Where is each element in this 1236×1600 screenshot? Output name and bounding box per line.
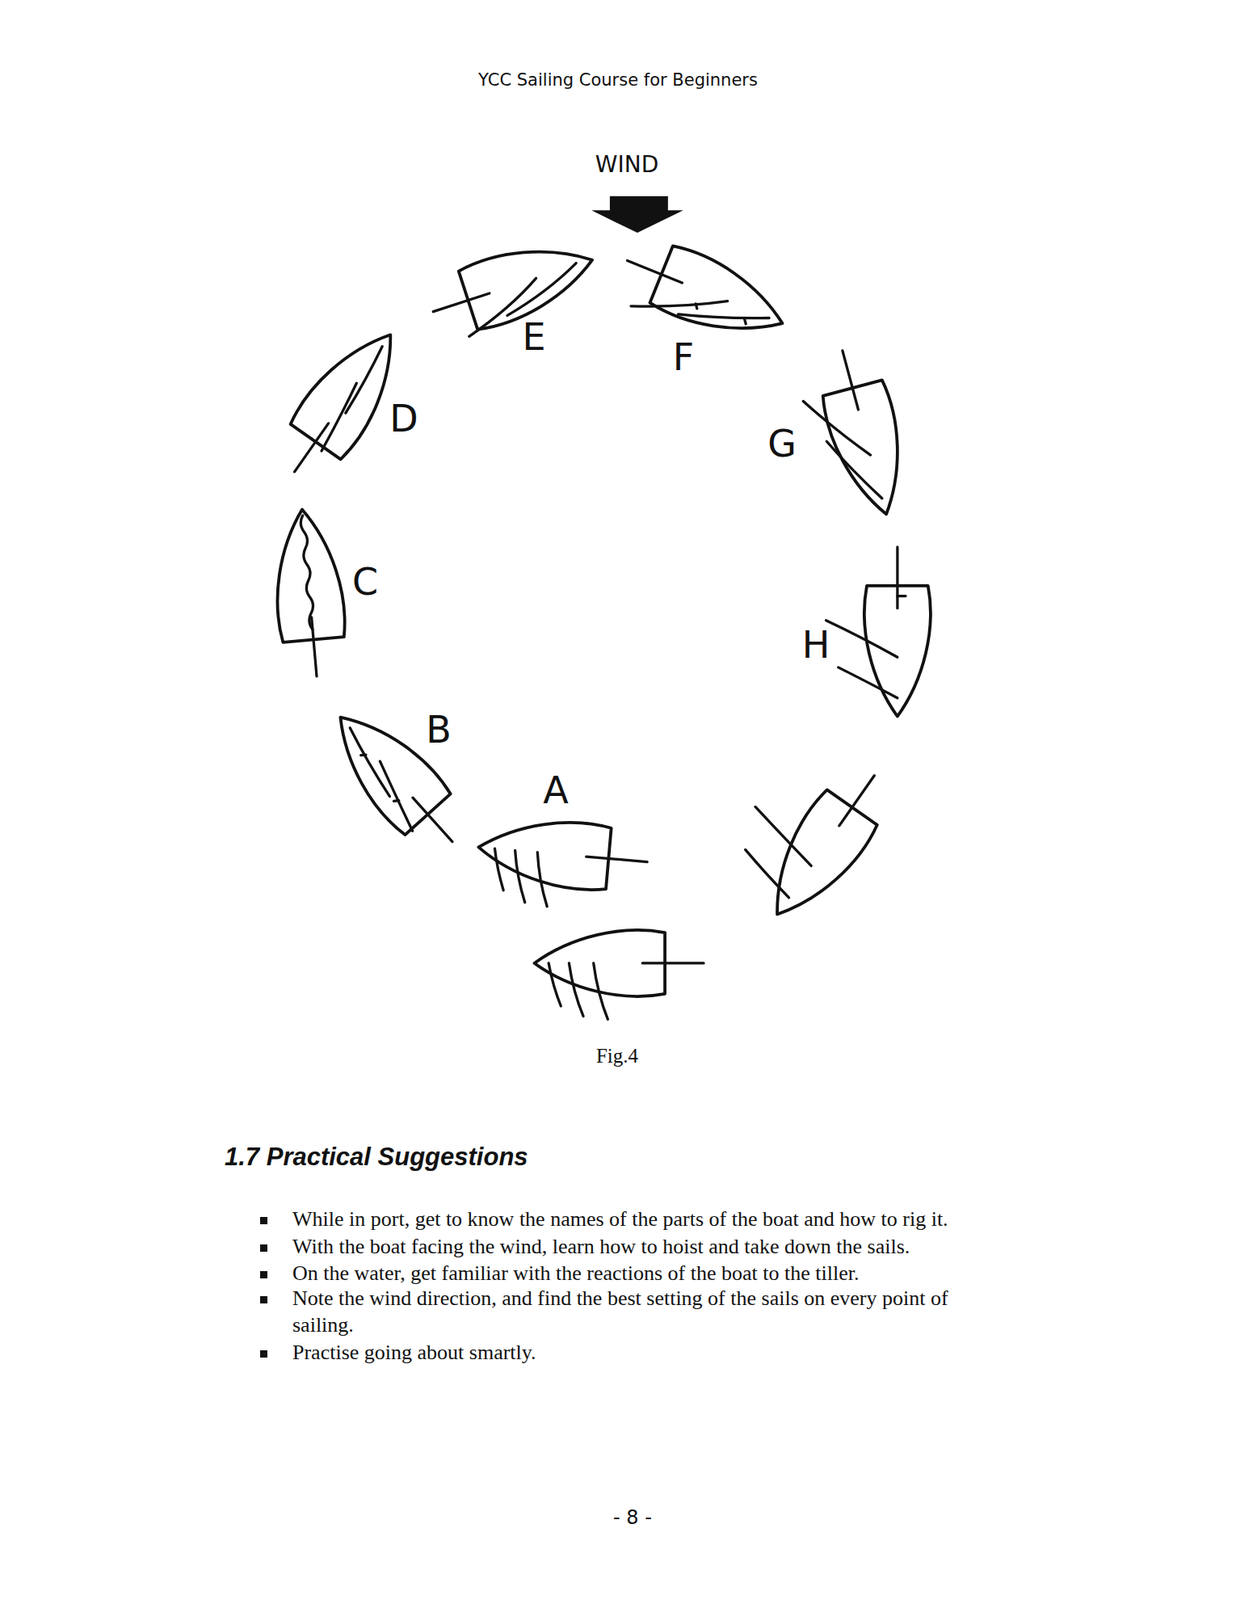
wind-label: WIND [595,151,659,178]
bullet-square [260,1216,268,1224]
boat [533,929,704,1019]
boat [793,341,919,527]
boat [423,228,604,345]
boat [474,814,651,915]
boat-letter: F [672,335,694,379]
boat-letter: G [767,421,797,466]
boat [267,315,418,492]
running-header: YCC Sailing Course for Beginners [478,70,758,90]
boat [315,694,477,864]
bullet-text: On the water, get familiar with the reac… [292,1259,1020,1287]
bullet-square [260,1349,268,1358]
boat-letter: A [542,768,568,812]
wind-arrow [591,196,684,233]
boat-letter: D [389,396,418,441]
section-heading: 1.7 Practical Suggestions [224,1142,529,1172]
figure-caption: Fig.4 [596,1044,639,1068]
bullet-text: Practise going about smartly. [292,1338,1020,1366]
bullet-text: Note the wind direction, and find the be… [292,1284,1012,1339]
boat-letter: C [352,559,379,604]
boat [612,230,795,362]
boat [269,506,350,679]
bullet-text: While in port, get to know the names of … [292,1205,1020,1232]
page-number: - 8 - [613,1505,652,1529]
bullet-square [260,1244,268,1252]
bullet-square [260,1295,268,1304]
bullet-square [260,1270,268,1279]
boat-letter: E [521,315,546,359]
bullet-text: With the boat facing the wind, learn how… [292,1232,1020,1260]
boat-letter: H [802,622,831,667]
boat [826,546,931,717]
boat-letter: B [425,707,452,752]
boat [711,729,901,934]
